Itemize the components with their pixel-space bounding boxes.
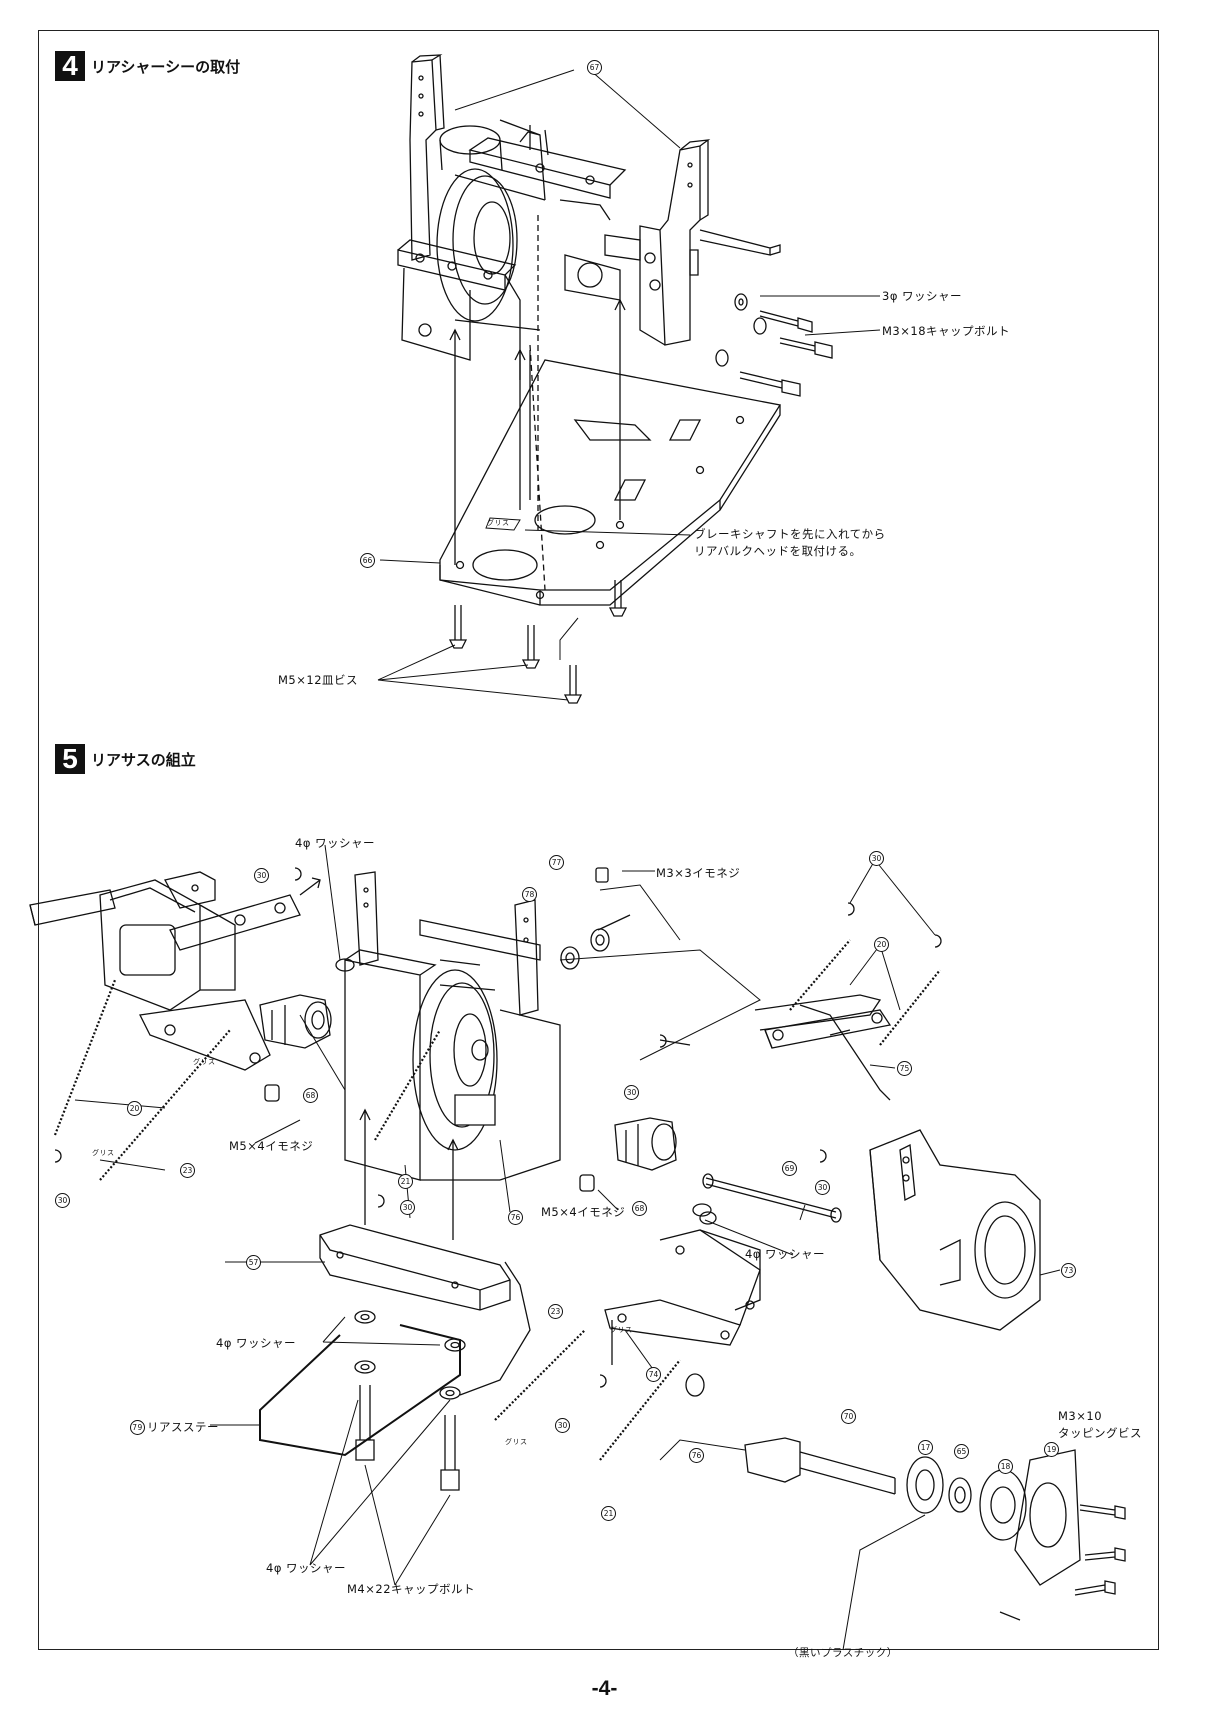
- part-30-c: 30: [624, 1085, 639, 1100]
- rear-stay-wire: [260, 1262, 530, 1455]
- part-30-f: 30: [815, 1180, 830, 1195]
- label-3phi-washer: 3φ ワッシャー: [882, 289, 963, 303]
- chassis-plate-bg: [560, 885, 760, 1060]
- part-74: 74: [646, 1367, 661, 1382]
- assembly-arrows-sec5: [300, 878, 1020, 1620]
- part-78: 78: [522, 887, 537, 902]
- spur-gear: [437, 120, 545, 330]
- turnbuckles: [55, 940, 940, 1460]
- part-70: 70: [841, 1409, 856, 1424]
- m5-flat-screws: [450, 580, 626, 703]
- part-77: 77: [549, 855, 564, 870]
- part-73: 73: [1061, 1263, 1076, 1278]
- label-black-plastic: （黒いプラスチック）: [788, 1647, 898, 1659]
- e-clips: [55, 868, 941, 1387]
- label-4phi-washer-bottom: 4φ ワッシャー: [266, 1561, 347, 1575]
- assembly-arrows-sec4: [450, 300, 625, 565]
- upper-right-link: [765, 1010, 890, 1048]
- part-23-left: 23: [180, 1163, 195, 1178]
- part-30-b: 30: [869, 851, 884, 866]
- right-bulkhead: [640, 140, 780, 345]
- section-5-heading: リアサスの組立: [91, 750, 196, 769]
- part-23-right: 23: [548, 1304, 563, 1319]
- left-drive-cup: [260, 995, 331, 1048]
- part-57: 57: [246, 1255, 261, 1270]
- center-gearbox: [345, 872, 560, 1180]
- part-30-e: 30: [400, 1200, 415, 1215]
- part-20-right: 20: [874, 937, 889, 952]
- label-4phi-washer-top: 4φ ワッシャー: [295, 836, 376, 850]
- page-frame: [38, 30, 1159, 1650]
- label-m5x12-flat-screw: M5×12皿ビス: [278, 673, 359, 687]
- part-69: 69: [782, 1161, 797, 1176]
- section-5-number: 5: [55, 744, 85, 774]
- note-brake-shaft-line2: リアバルクヘッドを取付ける。: [694, 544, 862, 558]
- top-bridge: [470, 125, 625, 198]
- label-m3x3-set-screw: M3×3イモネジ: [656, 866, 741, 880]
- part-65: 65: [954, 1444, 969, 1459]
- part-30-g: 30: [555, 1418, 570, 1433]
- label-m4x22-cap-bolt: M4×22キャップボルト: [347, 1582, 476, 1596]
- section-4-number: 4: [55, 51, 85, 81]
- label-tapping-screw-line2: タッピングビス: [1058, 1426, 1142, 1440]
- right-hub-carrier: [870, 1130, 1040, 1330]
- part-79: 79: [130, 1420, 145, 1435]
- mount-block-57: [320, 1225, 510, 1310]
- part-75: 75: [897, 1061, 912, 1076]
- leaders-sec5: [75, 845, 1060, 1650]
- part-30-d: 30: [55, 1193, 70, 1208]
- grease-tag-sec4: グリス: [487, 519, 510, 527]
- rear-axle-70: [745, 1438, 895, 1494]
- part-66: 66: [360, 553, 375, 568]
- label-m5x4-set-screw-left: M5×4イモネジ: [229, 1139, 314, 1153]
- part-21-right: 21: [601, 1506, 616, 1521]
- label-m5x4-set-screw-center: M5×4イモネジ: [541, 1205, 626, 1219]
- page-number: -4-: [591, 1677, 618, 1700]
- label-m3x18-cap-bolt: M3×18キャップボルト: [882, 324, 1011, 338]
- right-upper-arm: [755, 995, 890, 1100]
- washers-sec5: [336, 959, 711, 1399]
- part-76-center: 76: [508, 1210, 523, 1225]
- right-drive-cup-shaft: [615, 1118, 841, 1224]
- section-4-heading: リアシャーシーの取付: [91, 57, 241, 76]
- rear-stay-text: リアスステー: [147, 1420, 219, 1434]
- bearings: [907, 1450, 1080, 1585]
- section-5-title: 5 リアサスの組立: [55, 744, 196, 774]
- left-hub-carrier: [30, 872, 300, 1070]
- part-30-a: 30: [254, 868, 269, 883]
- m3-bolts-washers: [716, 294, 832, 396]
- part-21-center: 21: [398, 1174, 413, 1189]
- part-19: 19: [1044, 1442, 1059, 1457]
- label-m3x10-line1: M3×10: [1058, 1409, 1103, 1423]
- grease-tag-sec5-lower-left: グリス: [92, 1149, 115, 1157]
- rear-chassis-plate: [440, 360, 780, 605]
- part-67-sec4: 67: [587, 60, 602, 75]
- label-4phi-washer-center: 4φ ワッシャー: [745, 1247, 826, 1261]
- set-screws: [265, 868, 608, 1191]
- label-4phi-washer-left: 4φ ワッシャー: [216, 1336, 297, 1350]
- m3x10-tapping-screws: [1075, 1505, 1125, 1595]
- part-18: 18: [998, 1459, 1013, 1474]
- grease-tag-sec5-left: グリス: [193, 1058, 216, 1066]
- leaders-sec4: [378, 70, 880, 700]
- grease-tag-sec5-bottom: グリス: [505, 1438, 528, 1446]
- part-68-right: 68: [632, 1201, 647, 1216]
- grease-tag-sec5-arm: グリス: [610, 1326, 633, 1334]
- m4x22-cap-bolts: [356, 1385, 459, 1490]
- note-brake-shaft-line1: ブレーキシャフトを先に入れてから: [694, 527, 886, 541]
- lower-right-arm: [605, 1230, 760, 1345]
- part-20-left: 20: [127, 1101, 142, 1116]
- part-76-right: 76: [689, 1448, 704, 1463]
- part-17: 17: [918, 1440, 933, 1455]
- part-68-left: 68: [303, 1088, 318, 1103]
- section-4-title: 4 リアシャーシーの取付: [55, 51, 240, 81]
- brake-shaft-dashed: [530, 215, 545, 590]
